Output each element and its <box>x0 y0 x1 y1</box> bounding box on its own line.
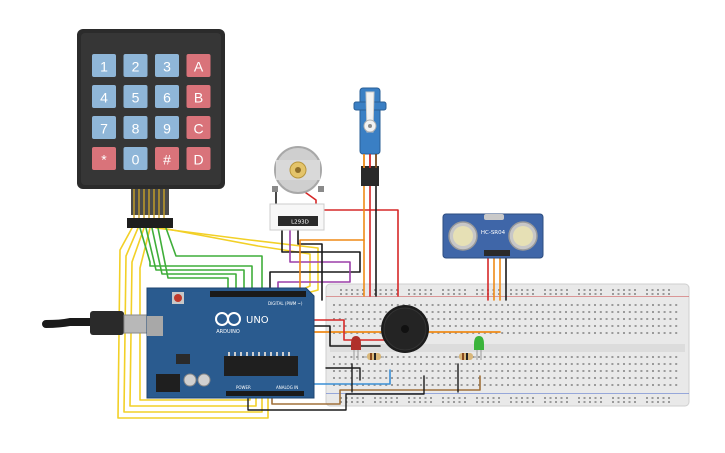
wire-black <box>269 225 361 297</box>
keypad-key-label: B <box>194 90 203 106</box>
wire-brown <box>271 375 481 405</box>
dc-motor <box>272 146 324 194</box>
wire-yellow <box>139 227 251 401</box>
wire-green <box>145 227 245 297</box>
capacitor-icon <box>183 373 197 387</box>
wire-black <box>247 375 425 411</box>
keypad-key-label: 0 <box>132 152 140 168</box>
wires <box>117 185 507 419</box>
keypad-keys: 1 2 3 A 4 5 6 B 7 8 9 C * 0 # D <box>92 54 211 170</box>
motor-driver: L293D <box>269 203 325 231</box>
keypad-key[interactable] <box>123 147 148 170</box>
keypad-key[interactable] <box>186 54 211 77</box>
sensor-label: HC-SR04 <box>481 230 506 236</box>
wire-green <box>157 227 229 297</box>
wire-purple <box>277 225 351 297</box>
driver-label: L293D <box>291 220 309 226</box>
red-led <box>351 336 361 360</box>
buzzer-hole-icon <box>401 325 409 333</box>
wire-red <box>299 319 387 341</box>
keypad-key[interactable] <box>155 54 179 77</box>
wire-green <box>165 227 263 297</box>
arduino-model-label: UNO <box>246 315 269 326</box>
keypad-key[interactable] <box>92 147 116 170</box>
wire-red <box>305 209 399 297</box>
keypad-key[interactable] <box>186 116 211 139</box>
wire-yellow <box>129 227 257 407</box>
analog-label: ANALOG IN <box>276 385 298 390</box>
resistor <box>364 353 384 360</box>
keypad-key-label: 2 <box>132 59 140 75</box>
keypad-header <box>127 218 173 228</box>
keypad-key-label: # <box>163 152 171 168</box>
keypad-ribbon-pins <box>133 189 165 220</box>
keypad-key[interactable] <box>92 116 116 139</box>
keypad-key-label: 3 <box>163 59 171 75</box>
keypad-key[interactable] <box>155 116 179 139</box>
keypad-key-label: 1 <box>100 59 108 75</box>
keypad-key-label: C <box>193 121 203 137</box>
usb-cable <box>42 311 159 335</box>
arduino-brand-label: ARDUINO <box>216 329 240 335</box>
wire-orange <box>299 239 365 297</box>
keypad-key-label: 8 <box>132 121 140 137</box>
power-label: POWER <box>236 385 251 390</box>
resistor <box>456 353 476 360</box>
keypad-key-label: A <box>194 59 204 75</box>
buzzer <box>381 305 429 353</box>
green-led <box>474 336 484 360</box>
keypad-key-label: D <box>193 152 203 168</box>
keypad-key-label: * <box>101 152 107 168</box>
keypad-key[interactable] <box>186 147 211 170</box>
ultrasonic-sensor: HC-SR04 <box>442 213 544 259</box>
digital-header <box>210 291 306 297</box>
keypad-key-label: 9 <box>163 121 171 137</box>
keypad-key[interactable] <box>123 116 148 139</box>
wire-green <box>151 227 237 297</box>
breadboard <box>325 283 690 407</box>
arduino-board: ARDUINO UNO DIGITAL (PWM ~) POWER ANALOG… <box>146 287 315 399</box>
wire-green <box>139 227 253 297</box>
servo <box>353 87 387 186</box>
arduino-logo-icon <box>215 312 241 326</box>
keypad-key-label: 5 <box>132 90 140 106</box>
wire-black <box>297 229 323 301</box>
keypad: 1 2 3 A 4 5 6 B 7 8 9 C * 0 # D <box>77 29 225 228</box>
keypad-key[interactable] <box>155 147 179 170</box>
keypad-key-label: 7 <box>100 121 108 137</box>
keypad-key[interactable] <box>92 54 116 77</box>
keypad-key[interactable] <box>123 85 148 108</box>
keypad-key[interactable] <box>155 85 179 108</box>
keypad-key-label: 4 <box>100 90 108 106</box>
keypad-key[interactable] <box>186 85 211 108</box>
wire-black <box>325 367 361 381</box>
power-jack <box>156 374 180 392</box>
keypad-key-label: 6 <box>163 90 171 106</box>
keypad-key[interactable] <box>92 85 116 108</box>
microcontroller-chip <box>224 356 298 376</box>
capacitor-icon <box>197 373 211 387</box>
keypad-key[interactable] <box>123 54 148 77</box>
digital-label: DIGITAL (PWM ~) <box>268 301 303 306</box>
wire-yellow <box>123 227 263 413</box>
